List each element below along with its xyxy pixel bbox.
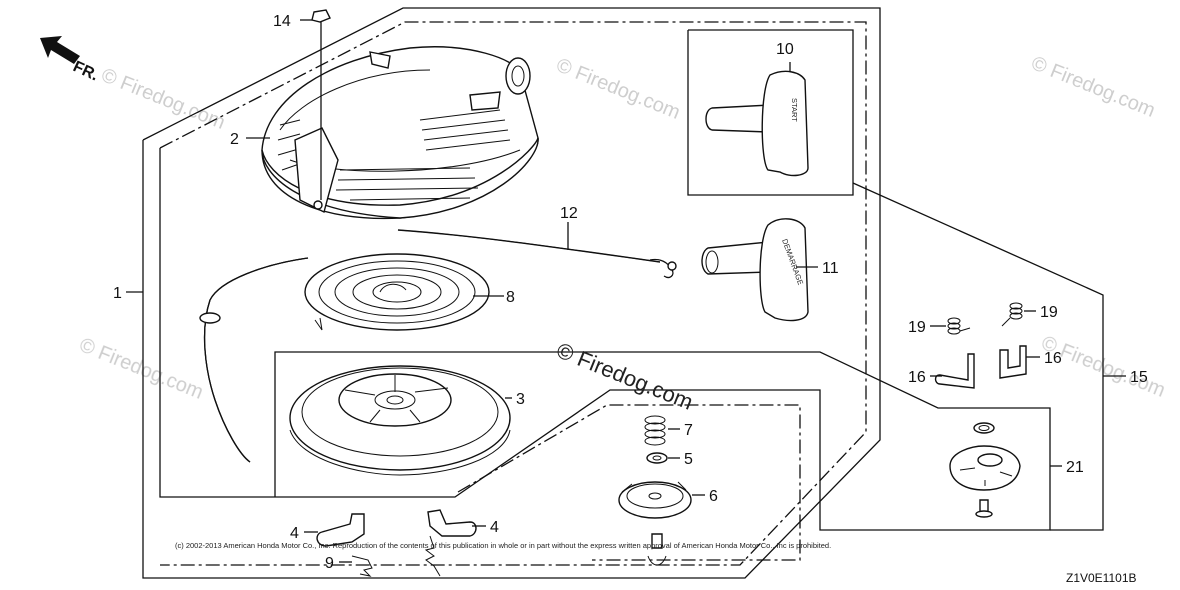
callout-10: 10 [776, 41, 794, 58]
clip-left [934, 353, 975, 389]
copyright-notice: (c) 2002-2013 American Honda Motor Co., … [175, 541, 831, 550]
front-direction-arrow-icon: FR. [40, 36, 101, 85]
callout-1: 1 [113, 285, 122, 302]
callout-15: 15 [1130, 369, 1148, 386]
washer [646, 452, 668, 464]
rope-loop [199, 257, 309, 463]
callout-3: 3 [516, 391, 525, 408]
callout-2: 2 [230, 131, 239, 148]
callout-16-left: 16 [908, 369, 926, 386]
callout-11: 11 [822, 260, 839, 277]
case-vent-slots [277, 109, 511, 201]
callout-19-right: 19 [1040, 304, 1058, 321]
recoil-reel [289, 365, 511, 476]
grip-start-text: START [790, 98, 799, 122]
callout-9: 9 [325, 555, 334, 572]
friction-plate [618, 481, 692, 519]
callout-14: 14 [273, 13, 291, 30]
watermark-faint-2: © Firedog.com [553, 54, 683, 124]
starter-pulley-assy [949, 422, 1021, 518]
callout-16-right: 16 [1044, 350, 1062, 367]
assembly-boundaries [142, 7, 1104, 579]
spring-19-right [1001, 302, 1023, 327]
watermark-main: © Firedog.com [553, 337, 696, 414]
callout-7: 7 [684, 422, 693, 439]
ratchet-right [427, 509, 477, 537]
leader-lines [126, 19, 1126, 563]
callout-12: 12 [560, 205, 578, 222]
clip-right [999, 345, 1027, 379]
starter-rope [397, 229, 677, 279]
recoil-spring [304, 253, 490, 331]
watermark-faint-3: © Firedog.com [1028, 52, 1158, 122]
setting-screw [647, 533, 667, 566]
starter-grip-start: START [705, 70, 809, 177]
callout-4-left: 4 [290, 525, 299, 542]
flange-bolt [311, 9, 331, 200]
diagram-code: Z1V0E1101B [1066, 571, 1137, 585]
callout-numbers: 14 2 1 3 8 12 10 11 7 5 6 4 4 9 19 19 16… [113, 13, 1148, 572]
callout-21: 21 [1066, 459, 1084, 476]
spring-19-left [947, 317, 971, 335]
direction-label: FR. [70, 58, 101, 84]
callout-6: 6 [709, 488, 718, 505]
ratchet-spring-left [351, 535, 441, 577]
callout-4-right: 4 [490, 519, 499, 536]
friction-spring [644, 415, 666, 446]
callout-8: 8 [506, 289, 515, 306]
ratchet-left [316, 513, 365, 547]
starter-grip-demarrage: DEMARRAGE [701, 218, 809, 322]
callout-19-left: 19 [908, 319, 926, 336]
starter-case [261, 46, 539, 220]
watermark-faint-4: © Firedog.com [76, 334, 206, 404]
callout-5: 5 [684, 451, 693, 468]
